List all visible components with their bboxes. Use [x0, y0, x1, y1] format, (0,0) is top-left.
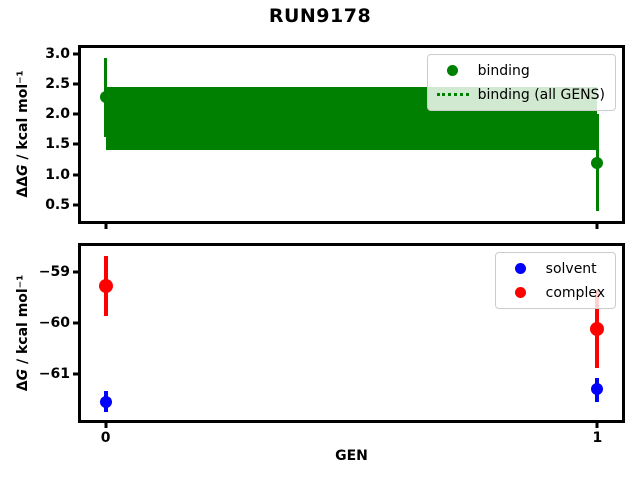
y-tick-mark [73, 112, 78, 116]
y-tick-label: −60 [38, 314, 70, 331]
y-tick-mark [73, 82, 78, 86]
y-tick-mark [73, 203, 78, 207]
y-axis-label-part: / kcal mol⁻¹ [15, 70, 31, 165]
y-tick-mark [73, 142, 78, 146]
complex-point [98, 278, 113, 293]
legend-item: complex [504, 282, 605, 303]
x-tick-mark [104, 423, 108, 428]
y-tick-label: 3.0 [45, 46, 70, 63]
y-axis-label-part: Δ [15, 380, 31, 392]
legend-dotted-line-icon [436, 93, 470, 96]
y-axis-label-part: ΔΔ [15, 175, 31, 198]
solvent-point [99, 395, 112, 408]
y-tick-mark [73, 372, 78, 376]
legend: binding binding (all GENS) [426, 54, 616, 111]
legend-label: complex [545, 284, 605, 301]
y-tick-mark [73, 321, 78, 325]
legend-dot-icon [504, 263, 538, 274]
dot-marker-icon [447, 65, 459, 76]
top-axes: 3.0 2.5 2.0 1.5 1.0 0.5 binding binding (all GE… [45, 45, 625, 229]
binding-point [99, 91, 112, 104]
figure-title: RUN9178 [268, 5, 372, 27]
solvent-point [591, 383, 604, 396]
y-tick-label: 0.5 [45, 196, 70, 213]
legend-dot-icon [504, 287, 538, 298]
legend-item: binding [436, 60, 605, 81]
y-tick-label: 2.5 [45, 76, 70, 93]
legend-item: binding (all GENS) [436, 84, 605, 105]
legend-label: binding (all GENS) [477, 86, 605, 103]
legend-item: solvent [504, 258, 605, 279]
legend-dot-icon [436, 65, 470, 76]
y-axis-label-part: / kcal mol⁻¹ [15, 274, 31, 369]
y-tick-label: −59 [38, 263, 70, 280]
bottom-y-axis-label: ΔG / kcal mol⁻¹ [15, 275, 31, 391]
x-tick-label: 1 [592, 430, 603, 446]
dotted-line-icon [436, 93, 469, 96]
x-tick-label: 0 [100, 430, 111, 446]
x-tick-mark [104, 224, 108, 229]
x-axis-label: GEN [335, 448, 368, 464]
y-tick-mark [73, 52, 78, 56]
dot-marker-icon [515, 287, 527, 298]
y-tick-label: −61 [38, 365, 70, 382]
legend-label: binding [477, 62, 530, 79]
binding-point [591, 156, 604, 169]
complex-point [590, 321, 605, 336]
legend: solvent complex [494, 252, 616, 309]
y-axis-label-part: G [15, 368, 31, 381]
top-y-axis-label: ΔΔG / kcal mol⁻¹ [15, 70, 31, 197]
bottom-axes: −59 −60 −61 0 1 solvent complex [39, 243, 625, 446]
y-tick-label: 2.0 [45, 106, 70, 123]
legend-label: solvent [545, 260, 597, 277]
y-tick-label: 1.0 [45, 166, 70, 183]
x-tick-mark [595, 423, 599, 428]
dot-marker-icon [515, 263, 527, 274]
x-tick-mark [595, 224, 599, 229]
y-tick-label: 1.5 [45, 136, 70, 153]
y-axis-label-part: G [15, 164, 31, 176]
y-tick-mark [73, 270, 78, 273]
y-tick-mark [73, 173, 78, 177]
